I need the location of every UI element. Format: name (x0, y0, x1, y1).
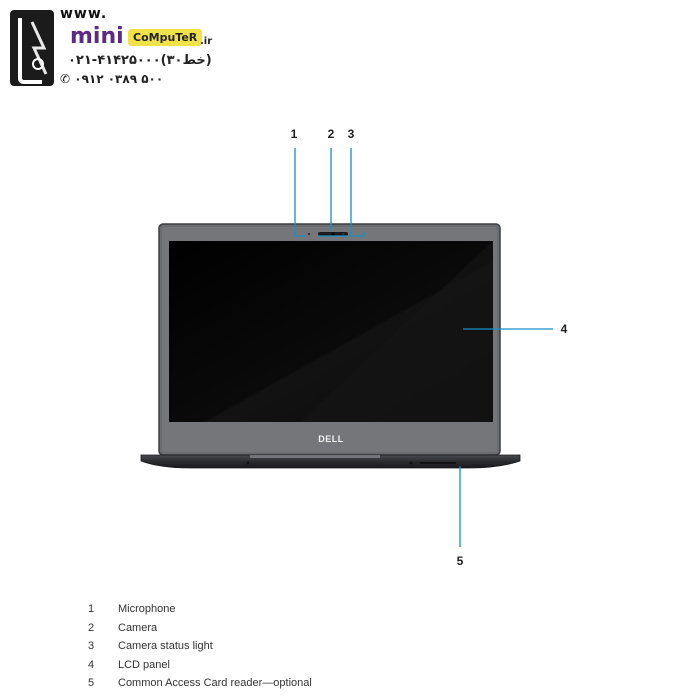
callout-number-5: 5 (457, 554, 464, 568)
legend-item: 2 Camera (88, 619, 312, 638)
legend-item: 5 Common Access Card reader—optional (88, 674, 312, 693)
logo-www-text: www. (60, 6, 108, 22)
watermark-logo: www. mini CoMpuTeR .ir ۰۲۱-۴۱۴۲۵۰۰۰(۳۰خط… (0, 0, 260, 100)
logo-phone-mobile-number: ۰۹۱۲ ۰۳۸۹ ۵۰۰ (74, 72, 164, 86)
microphone-hole (308, 233, 310, 235)
screen-reflection (300, 241, 493, 422)
dell-logo: DELL (318, 434, 344, 444)
legend-number: 1 (88, 603, 95, 616)
camera-lens (331, 232, 335, 236)
base-screw (246, 461, 250, 465)
legend-number: 2 (88, 621, 95, 634)
legend-item: 1 Microphone (88, 600, 312, 619)
logo-computer-badge: CoMpuTeR (128, 29, 203, 46)
camera-module (308, 232, 348, 236)
logo-domain-suffix: .ir (200, 36, 213, 47)
legend-item: 3 Camera status light (88, 637, 312, 656)
component-legend: 1 Microphone 2 Camera 3 Camera status li… (88, 600, 312, 693)
legend-item: 4 LCD panel (88, 656, 312, 675)
callout-number-1: 1 (291, 127, 298, 141)
callout-number-3: 3 (348, 127, 355, 141)
callout-number-2: 2 (328, 127, 335, 141)
callout-number-4: 4 (561, 322, 568, 336)
laptop-base (140, 454, 521, 469)
legend-label: Camera (118, 621, 158, 634)
camera-status-light (342, 233, 344, 235)
legend-label: Camera status light (118, 640, 213, 653)
phone-icon: ✆ (60, 72, 71, 86)
legend-number: 3 (88, 640, 95, 653)
logo-phone-main: ۰۲۱-۴۱۴۲۵۰۰۰(۳۰خط) (68, 53, 212, 68)
smart-card-slot (420, 462, 456, 464)
logo-phone-mobile: ✆ ۰۹۱۲ ۰۳۸۹ ۵۰۰ (60, 72, 200, 86)
legend-number: 5 (88, 677, 95, 690)
logo-emblem-icon (10, 10, 54, 86)
callout-line-3 (350, 148, 365, 237)
base-screw (409, 461, 413, 465)
logo-mini-text: mini (70, 24, 124, 49)
legend-number: 4 (88, 658, 95, 671)
callout-line-1 (294, 148, 305, 237)
legend-label: LCD panel (118, 658, 170, 671)
legend-label: Common Access Card reader—optional (118, 677, 312, 690)
legend-label: Microphone (118, 603, 176, 616)
callout-lines (294, 148, 553, 547)
